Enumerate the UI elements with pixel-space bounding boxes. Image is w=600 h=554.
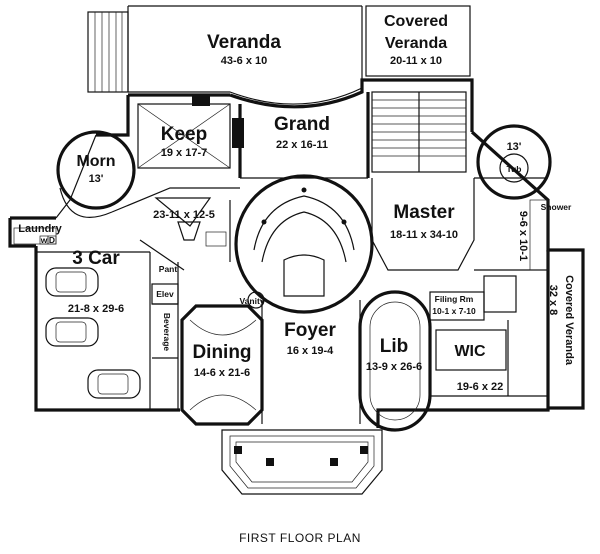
interior-stairs-master [371, 91, 467, 173]
grand-dim: 22 x 16-11 [276, 139, 328, 151]
wic-label: WIC [454, 343, 486, 360]
pant-label: Pant [159, 264, 178, 274]
dining-label: Dining [192, 342, 251, 363]
kitchen-walls [111, 187, 240, 271]
grand-room-walls [232, 92, 370, 179]
garage-dim: 21-8 x 29-6 [68, 303, 124, 315]
foyer-label: Foyer [284, 320, 336, 341]
laundry-dryer: D [49, 235, 55, 245]
covered-veranda-top-label-1: Covered [384, 13, 448, 30]
car-2 [45, 317, 99, 347]
dining-walls [180, 304, 264, 426]
keep-room-walls [137, 96, 231, 169]
car-1 [45, 267, 99, 297]
foyer-rotunda [234, 174, 374, 314]
garage-walls [36, 251, 151, 410]
veranda-dim: 43-6 x 10 [221, 55, 267, 67]
filing-label: Filing Rm [435, 294, 474, 304]
foyer-dim: 16 x 19-4 [287, 345, 334, 357]
hall-dim: 9-6 x 10-1 [517, 211, 529, 261]
grand-label: Grand [274, 114, 330, 135]
covered-veranda-top-outline [365, 5, 471, 77]
kitchen-dim: 23-11 x 12-5 [153, 209, 215, 221]
morning-room [56, 130, 136, 218]
entry-porch [221, 429, 383, 495]
laundry-washer: w [40, 235, 48, 245]
master-dim: 18-11 x 34-10 [390, 229, 458, 241]
laundry-label: Laundry [18, 223, 62, 235]
lib-label: Lib [380, 336, 409, 357]
morn-dim: 13' [89, 173, 104, 185]
vanity-label: Vanity [239, 296, 264, 306]
veranda-label: Veranda [207, 32, 281, 53]
tub-label: Tub [507, 164, 522, 174]
service-walls [151, 262, 179, 410]
tub-dim: 13' [507, 141, 522, 153]
tub-room [476, 124, 552, 200]
filing-dim: 10-1 x 7-10 [432, 306, 476, 316]
filing-wic-walls [429, 275, 548, 397]
garage-label: 3 Car [72, 248, 120, 269]
plan-caption: FIRST FLOOR PLAN [239, 531, 361, 545]
morn-label: Morn [76, 153, 115, 170]
keep-dim: 19 x 17-7 [161, 147, 207, 159]
laundry-walls [13, 227, 57, 245]
dining-dim: 14-6 x 21-6 [194, 367, 250, 379]
library-walls [358, 290, 432, 432]
lib-dim: 13-9 x 26-6 [366, 361, 422, 373]
wic-dim: 19-6 x 22 [457, 381, 503, 393]
veranda-outline [127, 5, 363, 105]
covered-veranda-top-label-2: Veranda [385, 35, 447, 52]
exterior-stairs-top-left [87, 11, 129, 93]
covered-veranda-top-dim: 20-11 x 10 [390, 55, 442, 67]
covered-veranda-side-label: Covered Veranda [563, 275, 575, 366]
master-label: Master [393, 202, 455, 223]
covered-veranda-side-dim: 32 x 8 [547, 285, 559, 316]
elev-label: Elev [156, 289, 174, 299]
car-3 [87, 369, 141, 399]
keep-label: Keep [161, 124, 207, 145]
beverage-label: Beverage [162, 313, 172, 352]
room-labels: Veranda 43-6 x 10 Covered Veranda 20-11 … [18, 13, 575, 393]
shower-label: Shower [541, 202, 572, 212]
